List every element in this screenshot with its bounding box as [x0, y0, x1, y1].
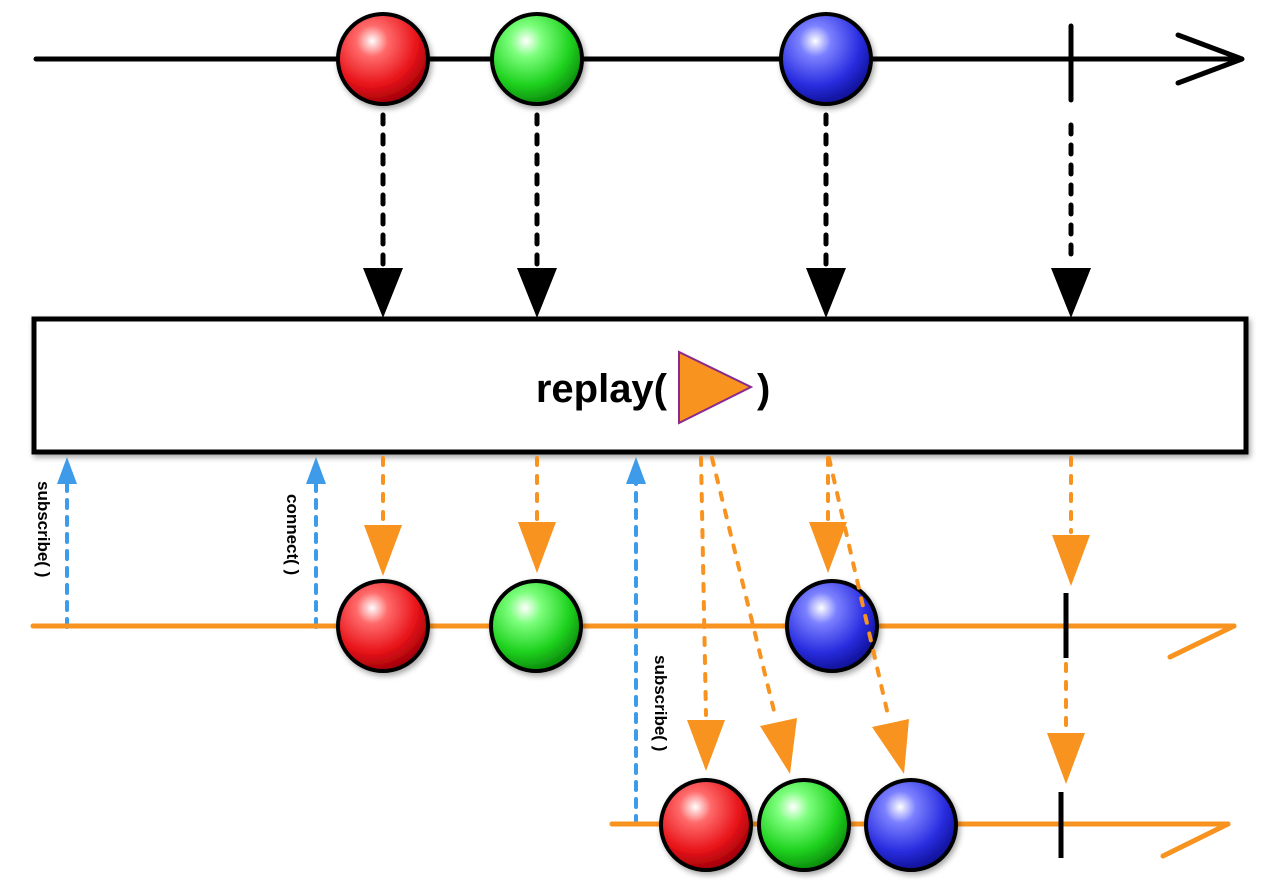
input-arrowhead-complete	[1051, 268, 1091, 318]
first-output-marble-blue	[785, 579, 879, 673]
second-output-marble-blue	[864, 778, 958, 872]
operator-triangle-icon	[678, 350, 754, 425]
output-arrows-second	[687, 456, 1085, 784]
second-output-timeline	[609, 778, 1231, 872]
connect-label: connect( )	[283, 494, 302, 575]
first-subscribe-label: subscribe( )	[34, 481, 53, 577]
second-subscribe-arrowhead	[626, 457, 646, 484]
first-output-arrow-stroke	[1167, 623, 1237, 660]
source-marble-red	[336, 12, 430, 106]
first-output-marble-green	[489, 579, 583, 673]
operator-label-prefix: replay(	[536, 367, 668, 411]
second-output-arrow-stroke	[1160, 821, 1231, 859]
second-output-marble-green	[757, 778, 851, 872]
operator-box: replay( )	[31, 316, 1249, 455]
input-arrowhead-red	[363, 268, 403, 318]
source-marble-green	[490, 12, 584, 106]
first-output-timeline	[30, 579, 1237, 673]
subscription-arrows	[57, 457, 646, 826]
source-marble-blue	[779, 12, 873, 106]
second-output-marble-red	[659, 778, 753, 872]
input-arrowhead-blue	[806, 268, 846, 318]
first-output-marble-red	[336, 579, 430, 673]
input-arrowhead-green	[517, 268, 557, 318]
first-subscribe-arrowhead	[57, 457, 77, 484]
source-timeline	[33, 12, 1245, 106]
connect-arrowhead	[306, 457, 326, 484]
input-arrows	[363, 112, 1091, 318]
source-arrowhead	[1175, 32, 1245, 86]
output-arrows-first	[364, 456, 1090, 586]
operator-label-suffix: )	[757, 367, 770, 411]
second-subscribe-label: subscribe( )	[651, 655, 670, 751]
